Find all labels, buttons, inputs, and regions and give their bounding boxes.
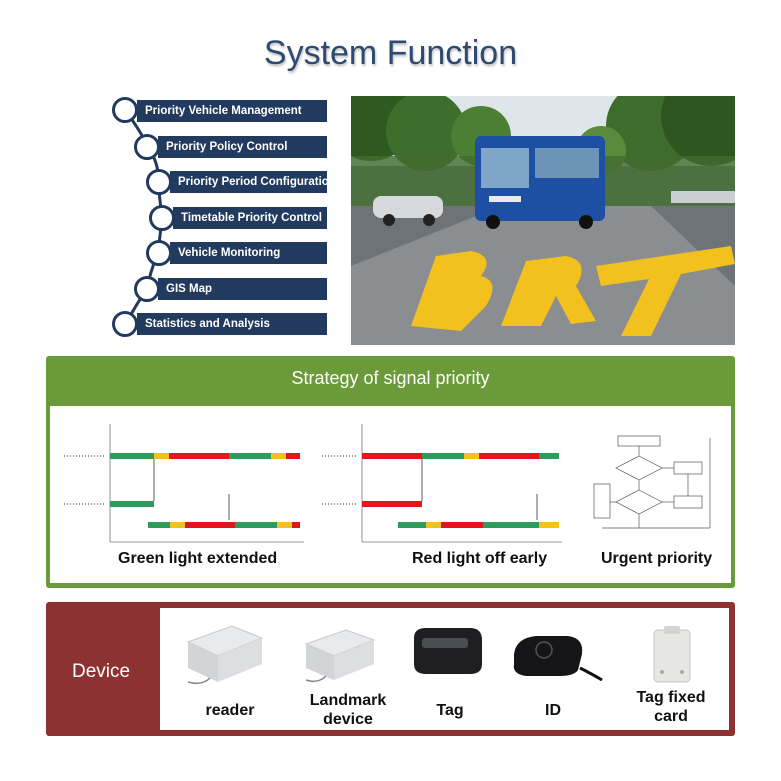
function-bullet: [112, 311, 138, 337]
strategy-panel: Strategy of signal priority Green light …: [46, 356, 735, 588]
landmark-device-caption: Landmark device: [309, 692, 387, 728]
function-bullet: [149, 205, 175, 231]
function-item-vehicle-monitoring: Vehicle Monitoring: [170, 242, 327, 264]
strategy-diagrams: Green light extended Red light off early: [50, 406, 731, 583]
function-bullet: [146, 240, 172, 266]
function-label: Priority Policy Control: [166, 141, 288, 153]
function-bullet: [146, 169, 172, 195]
function-item-gis-map: GIS Map: [158, 278, 327, 300]
tag-fixed-card-caption: Tag fixed card: [636, 689, 706, 725]
id-device-image: [513, 636, 603, 682]
green-light-extended-diagram: [64, 424, 304, 543]
reader-image: [186, 625, 264, 685]
function-label: Vehicle Monitoring: [178, 247, 281, 259]
urgent-priority-flowchart: [593, 435, 711, 529]
function-label: Timetable Priority Control: [181, 212, 323, 224]
red-light-off-early-diagram: [322, 424, 562, 543]
function-label: Statistics and Analysis: [145, 318, 270, 330]
function-label: Priority Period Configuration: [178, 176, 336, 188]
brt-bus-photo: [351, 96, 735, 345]
function-bullet: [134, 276, 160, 302]
function-item-priority-period-configuration: Priority Period Configuration: [170, 171, 336, 193]
red-light-off-early-caption: Red light off early: [412, 550, 548, 567]
function-label: GIS Map: [166, 283, 213, 295]
urgent-priority-caption: Urgent priority: [601, 550, 713, 567]
tag-fixed-card-image: [653, 626, 691, 683]
function-item-timetable-priority-control: Timetable Priority Control: [173, 207, 327, 229]
function-item-priority-vehicle-management: Priority Vehicle Management: [137, 100, 327, 122]
page-title: System Function: [263, 34, 518, 72]
tag-caption: Tag: [436, 702, 464, 719]
landmark-device-image: [304, 629, 376, 683]
function-item-priority-policy-control: Priority Policy Control: [158, 136, 327, 158]
id-caption: ID: [545, 702, 561, 719]
device-label: Device: [72, 661, 131, 682]
function-bullet: [134, 134, 160, 160]
device-panel: Device reader Landmark device Tag ID: [46, 602, 735, 736]
reader-caption: reader: [205, 702, 255, 719]
green-light-extended-caption: Green light extended: [118, 550, 278, 567]
function-bullet: [112, 97, 138, 123]
tag-image: [414, 628, 482, 674]
function-label: Priority Vehicle Management: [145, 105, 302, 117]
device-list: reader Landmark device Tag ID Tag fixed …: [160, 608, 729, 730]
function-item-statistics-and-analysis: Statistics and Analysis: [137, 313, 327, 335]
strategy-title: Strategy of signal priority: [291, 368, 490, 388]
